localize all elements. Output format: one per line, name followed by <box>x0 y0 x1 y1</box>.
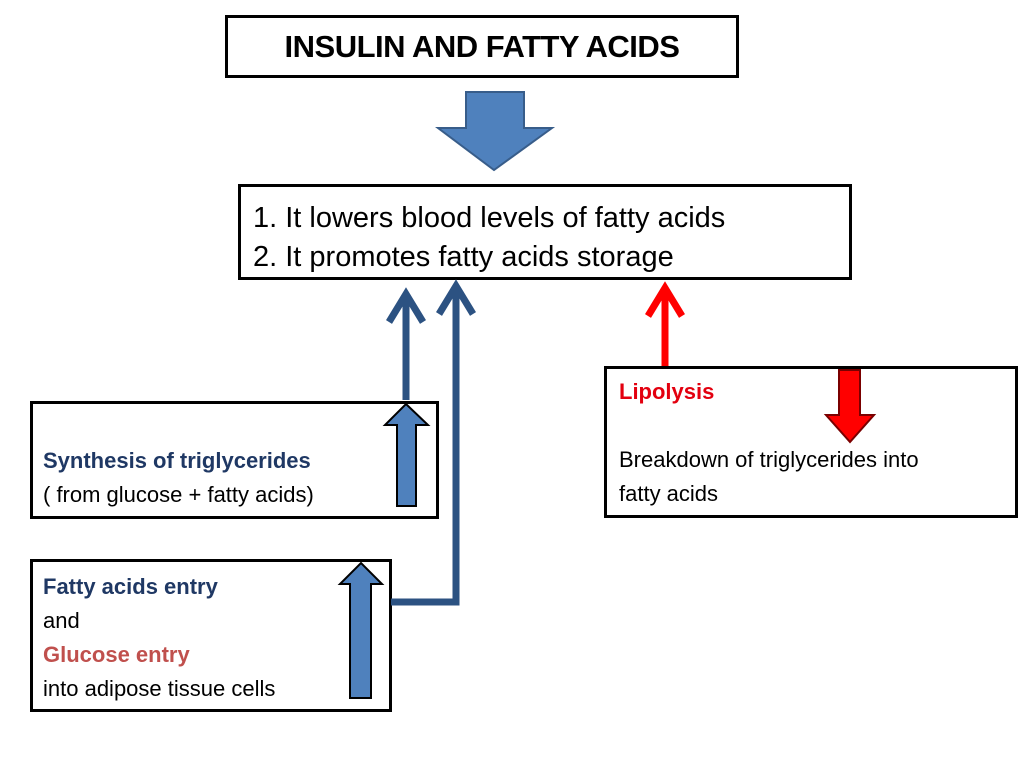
entry-box: Fatty acids entry and Glucose entry into… <box>30 559 392 712</box>
up-line-arrow-synthesis-icon <box>386 287 426 400</box>
title-box: INSULIN AND FATTY ACIDS <box>225 15 739 78</box>
diagram-title: INSULIN AND FATTY ACIDS <box>284 28 680 64</box>
synthesis-heading: Synthesis of triglycerides <box>43 448 311 473</box>
lipolysis-heading: Lipolysis <box>619 379 715 404</box>
up-line-arrow-lipolysis-icon <box>645 281 685 366</box>
lipolysis-box: Lipolysis Breakdown of triglycerides int… <box>604 366 1018 518</box>
lipolysis-desc-line2: fatty acids <box>619 481 719 506</box>
spacer <box>619 409 1015 443</box>
synthesis-detail: ( from glucose + fatty acids) <box>43 482 314 507</box>
down-block-arrow-icon <box>435 91 556 172</box>
effects-box: 1. It lowers blood levels of fatty acids… <box>238 184 852 280</box>
synthesis-box: Synthesis of triglycerides ( from glucos… <box>30 401 439 519</box>
lipolysis-desc-line1: Breakdown of triglycerides into <box>619 447 919 472</box>
effect-lowers-fatty-acids: 1. It lowers blood levels of fatty acids <box>253 202 726 234</box>
glucose-entry-label: Glucose entry <box>43 642 190 667</box>
adipose-target-label: into adipose tissue cells <box>43 676 276 701</box>
and-label: and <box>43 608 80 633</box>
fatty-acids-entry-label: Fatty acids entry <box>43 574 218 599</box>
effect-promotes-storage: 2. It promotes fatty acids storage <box>253 241 674 273</box>
